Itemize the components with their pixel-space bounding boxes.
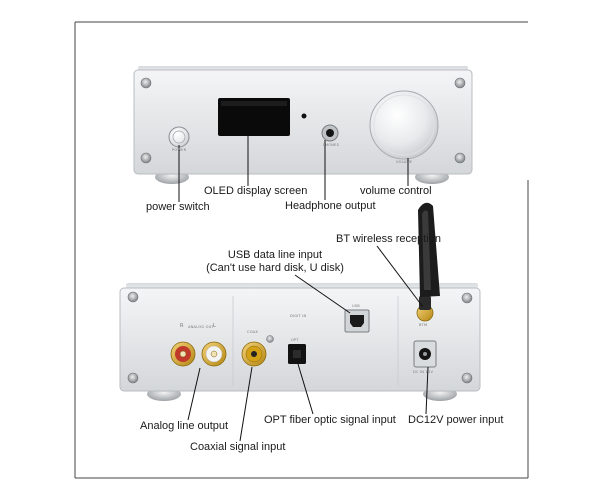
front-panel bbox=[133, 66, 473, 184]
silk-opt: OPT bbox=[291, 338, 299, 342]
silk-l: L bbox=[213, 323, 216, 329]
silk-power: POWER bbox=[172, 148, 187, 152]
label-coaxial-input: Coaxial signal input bbox=[190, 441, 286, 453]
leader-analog bbox=[187, 367, 201, 421]
silk-phones: PHONES bbox=[323, 143, 340, 147]
rear-leader-lines bbox=[187, 245, 429, 442]
optical-port bbox=[293, 350, 301, 358]
leader-opt bbox=[297, 363, 314, 415]
ir-sensor bbox=[301, 113, 307, 119]
front-leader-lines bbox=[178, 136, 409, 202]
front-screw-tl bbox=[140, 77, 152, 89]
silk-digit-in: DIGIT IN bbox=[290, 314, 307, 318]
front-screw-bl bbox=[140, 152, 152, 164]
label-usb-note: (Can't use hard disk, U disk) bbox=[206, 262, 344, 274]
label-analog-output: Analog line output bbox=[140, 420, 229, 432]
silk-btm: BTM bbox=[419, 323, 428, 327]
oled-display-glare bbox=[221, 101, 287, 106]
label-opt-input: OPT fiber optic signal input bbox=[264, 414, 396, 426]
bt-antenna-hinge bbox=[419, 296, 431, 310]
oled-display-screen bbox=[218, 98, 290, 136]
rca-right-pin bbox=[179, 350, 187, 358]
silk-volume: VOLUME bbox=[396, 160, 413, 164]
silk-analog-out: ANALOG OUT bbox=[188, 325, 214, 329]
label-headphone-output: Headphone output bbox=[285, 200, 376, 212]
label-usb-input: USB data line input bbox=[227, 249, 323, 261]
label-dc-input: DC12V power input bbox=[408, 414, 504, 426]
rca-left-pin bbox=[210, 350, 218, 358]
leader-coaxial bbox=[239, 366, 253, 442]
volume-knob[interactable] bbox=[369, 90, 439, 160]
silk-usb: USB bbox=[352, 304, 360, 308]
front-screw-tr bbox=[454, 77, 466, 89]
dc-power-pin bbox=[423, 352, 427, 356]
rear-screw-tl bbox=[127, 291, 139, 303]
label-bt-reception: BT wireless reception bbox=[336, 233, 441, 245]
leader-bt bbox=[376, 245, 424, 308]
silk-r: R bbox=[180, 323, 184, 329]
coaxial-pin bbox=[251, 351, 257, 357]
power-switch-button[interactable] bbox=[168, 126, 190, 148]
rear-screw-coax-ground bbox=[266, 335, 274, 343]
label-power-switch: power switch bbox=[146, 201, 210, 213]
rear-screw-br bbox=[461, 372, 473, 384]
label-volume-control: volume control bbox=[360, 185, 432, 197]
silk-dc: DC IN 12V bbox=[413, 370, 434, 374]
rear-screw-bl bbox=[127, 372, 139, 384]
rear-panel bbox=[119, 202, 481, 401]
front-screw-br bbox=[454, 152, 466, 164]
bt-antenna-highlight bbox=[422, 210, 431, 290]
power-switch-inner bbox=[172, 130, 186, 144]
headphone-jack-hole bbox=[326, 129, 334, 137]
leader-dc bbox=[425, 366, 429, 415]
label-oled-display: OLED display screen bbox=[204, 185, 308, 197]
leader-usb bbox=[294, 274, 351, 314]
rear-screw-tr bbox=[461, 292, 473, 304]
usb-connector-port bbox=[350, 315, 364, 327]
silk-coax: COAX bbox=[247, 330, 258, 334]
volume-knob-ring bbox=[373, 94, 435, 156]
